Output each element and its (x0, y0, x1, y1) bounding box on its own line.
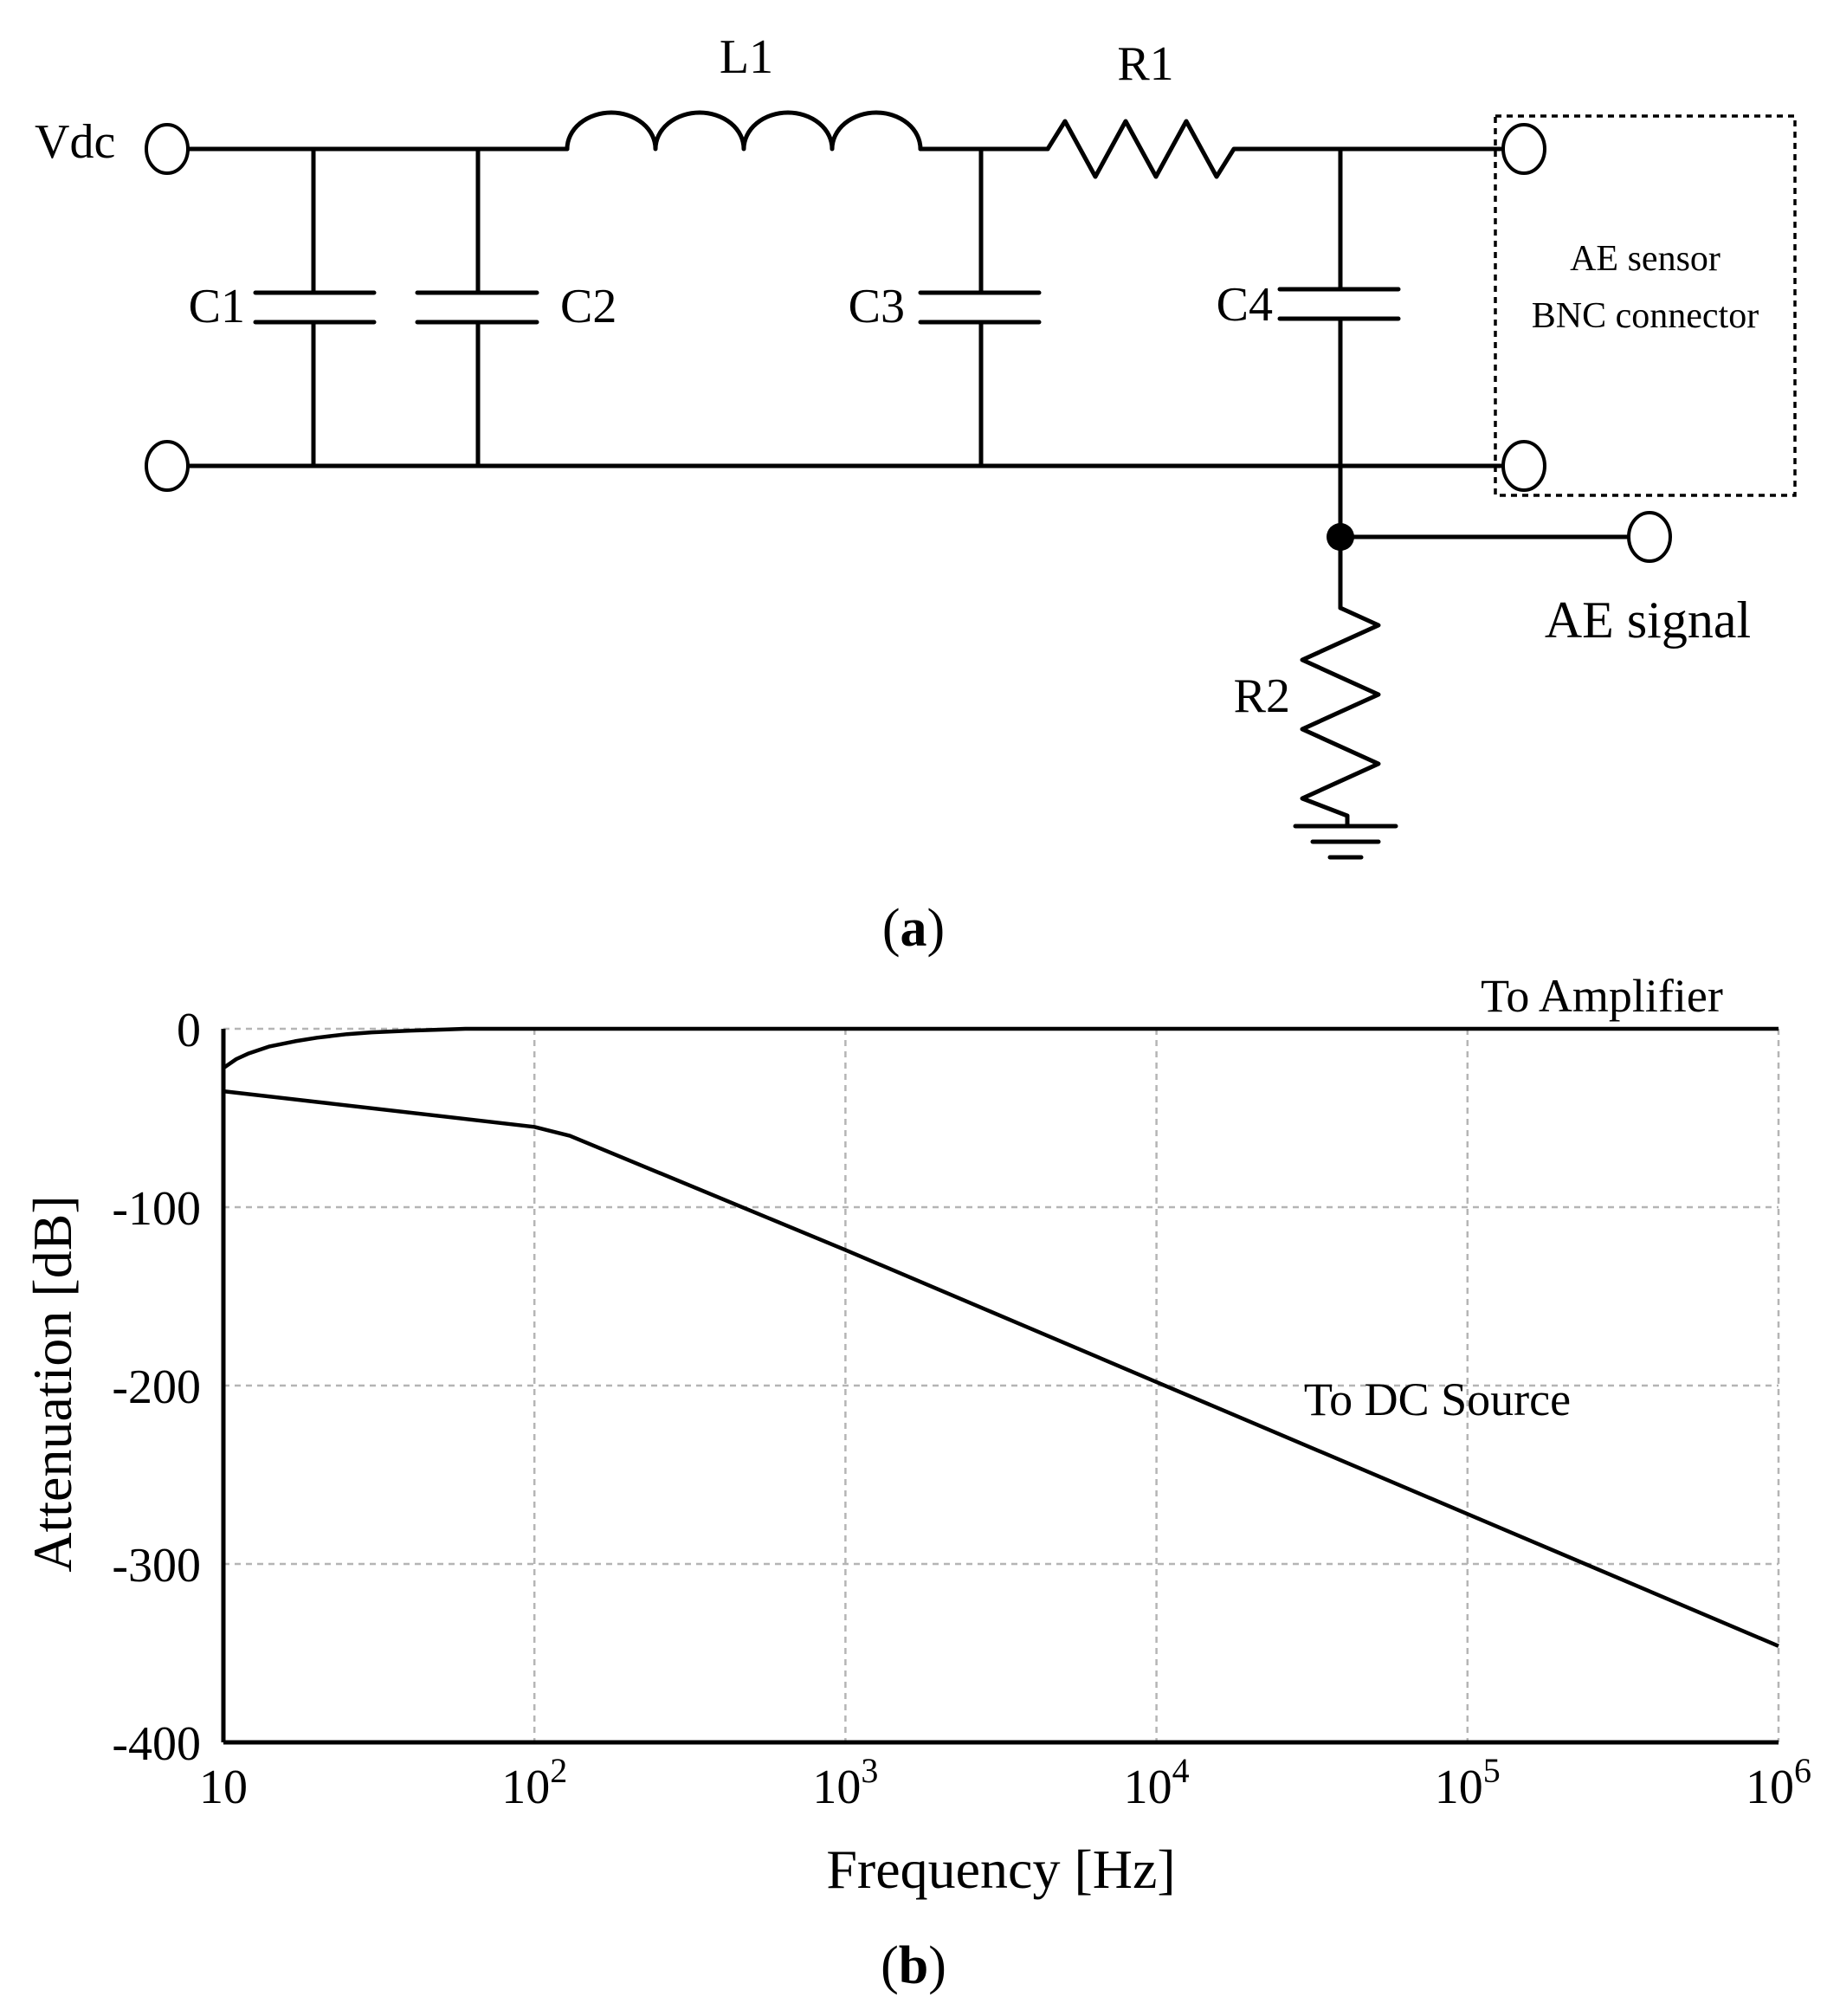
label-c3: C3 (849, 280, 905, 333)
label-r1: R1 (1117, 37, 1173, 91)
y-tick-label: -200 (112, 1360, 201, 1414)
caption-b: (b) (881, 1936, 946, 1995)
label-bnc-connector: BNC connector (1532, 296, 1759, 336)
label-vdc: Vdc (35, 115, 115, 169)
label-ae-signal: AE signal (1545, 591, 1751, 649)
x-axis-label: Frequency [Hz] (826, 1838, 1175, 1900)
x-tick-label: 106 (1746, 1751, 1811, 1814)
capacitor-c2 (415, 146, 539, 468)
caption-a: (a) (882, 899, 945, 958)
label-l1: L1 (720, 30, 773, 84)
terminal-ground-input (145, 440, 190, 492)
filter-circuit-diagram: Vdc L1 R1 C1 C2 C3 C4 R2 AE sensor BNC c… (35, 30, 1797, 958)
terminal-vdc (145, 123, 190, 175)
chart-series (222, 1026, 1779, 1648)
resistor-r2 (1300, 605, 1381, 829)
y-axis-label: Attenuation [dB] (22, 1195, 83, 1572)
series-line-to-dc-source (223, 1089, 1779, 1648)
label-c2: C2 (560, 280, 617, 333)
label-r2: R2 (1234, 669, 1290, 723)
y-tick-label: 0 (177, 1004, 201, 1057)
capacitor-c1 (253, 146, 377, 468)
capacitor-c4 (1277, 146, 1401, 468)
x-tick-label: 102 (501, 1751, 567, 1814)
label-ae-sensor: AE sensor (1570, 239, 1720, 279)
y-tick-label: -100 (112, 1182, 201, 1236)
x-tick-label: 105 (1435, 1751, 1501, 1814)
resistor-r1 (1045, 119, 1254, 179)
terminal-sensor-top (1501, 123, 1546, 175)
x-tick-labels: 10 102 103 104 105 106 (199, 1751, 1811, 1814)
attenuation-chart: 0 -100 -200 -300 -400 10 102 103 104 105 106 To A… (22, 970, 1811, 1995)
terminal-sensor-bottom (1501, 440, 1546, 492)
capacitor-c3 (918, 146, 1042, 468)
series-labels: To Amplifier To DC Source (1304, 970, 1723, 1425)
inductor-l1 (565, 110, 923, 152)
y-tick-labels: 0 -100 -200 -300 -400 (112, 1004, 201, 1771)
terminal-ae-signal (1627, 511, 1672, 563)
label-c1: C1 (189, 280, 245, 333)
x-tick-label: 104 (1124, 1751, 1190, 1814)
x-tick-label: 103 (812, 1751, 878, 1814)
y-tick-label: -300 (112, 1539, 201, 1593)
ground-icon (1293, 824, 1398, 860)
ae-sensor-box (1494, 114, 1797, 497)
y-tick-label: -400 (112, 1717, 201, 1771)
series-label-to-dc-source: To DC Source (1304, 1373, 1571, 1425)
label-c4: C4 (1217, 278, 1273, 332)
x-tick-label: 10 (199, 1761, 248, 1814)
series-label-to-amplifier: To Amplifier (1481, 970, 1723, 1022)
series-line-to-amplifier (222, 1026, 1779, 1070)
